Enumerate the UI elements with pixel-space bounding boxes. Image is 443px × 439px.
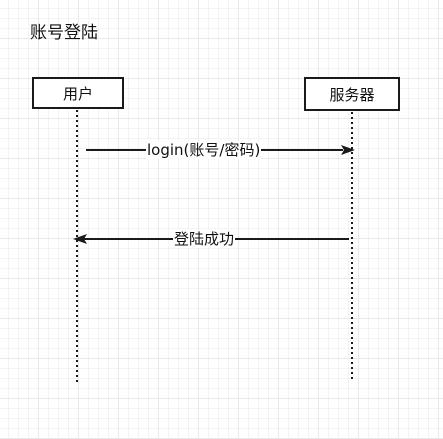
message-success-label: 登陆成功 bbox=[173, 230, 236, 248]
message-login-label: login(账号/密码) bbox=[146, 141, 262, 159]
message-success-arrowhead bbox=[73, 234, 87, 244]
participant-server[interactable]: 服务器 bbox=[304, 77, 400, 111]
participant-user[interactable]: 用户 bbox=[32, 77, 124, 109]
diagram-title: 账号登陆 bbox=[30, 23, 98, 43]
message-login-arrowhead bbox=[341, 145, 355, 155]
